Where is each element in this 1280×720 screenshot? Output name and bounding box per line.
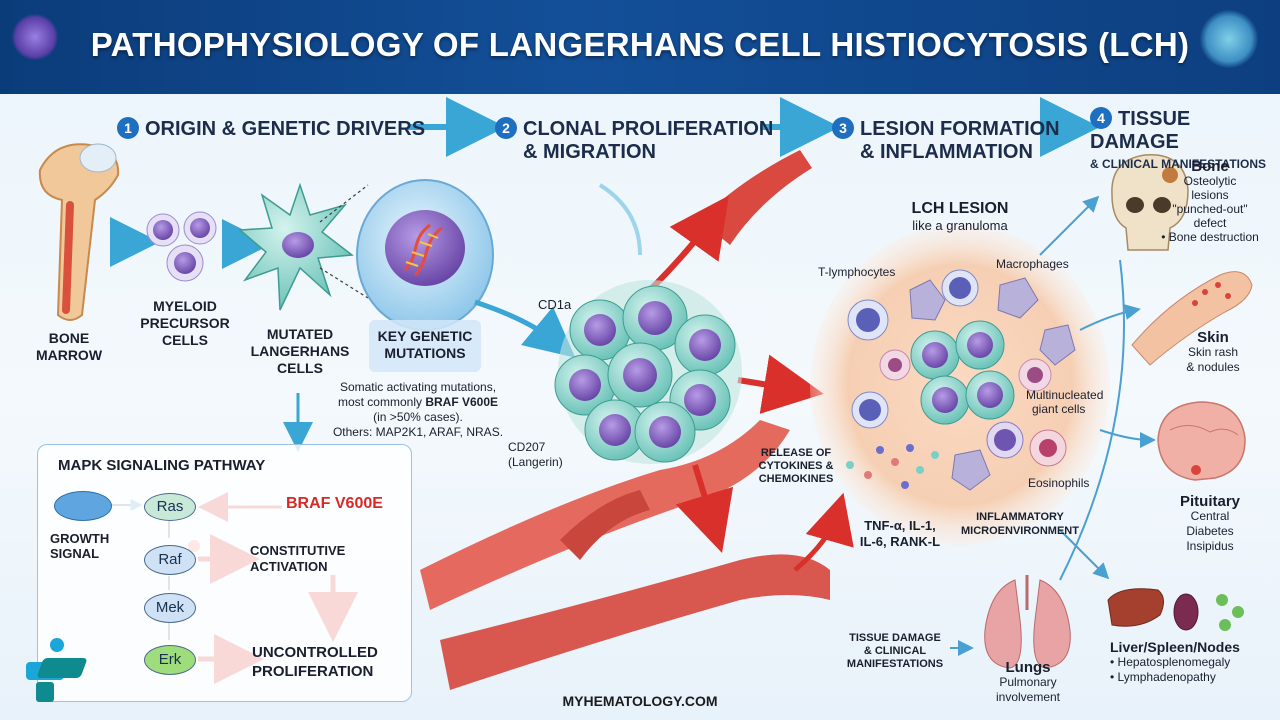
raf-node: Raf: [144, 545, 196, 575]
step-4-label-line2: & CLINICAL MANIFESTATIONS: [1090, 157, 1266, 171]
mek-node: Mek: [144, 593, 196, 623]
step-1-heading: 1 ORIGIN & GENETIC DRIVERS: [117, 117, 425, 141]
skin-arm-illustration: [1131, 271, 1253, 366]
key-mutations-line1: KEY GENETIC: [377, 328, 473, 344]
step-4-label-line1: TISSUE DAMAGE: [1090, 108, 1191, 153]
decorative-cell-icon: [1200, 10, 1258, 68]
cytokines-list: TNF-α, IL-1,IL-6, RANK-L: [859, 518, 941, 549]
footer-site-name: MYHEMATOLOGY.COM: [562, 693, 718, 709]
key-mutations-box: KEY GENETIC MUTATIONS: [369, 320, 481, 372]
macrophages-label: Macrophages: [996, 257, 1069, 271]
liver-spleen-nodes-manifestation: Liver/Spleen/Nodes • Hepatosplenomegaly•…: [1110, 639, 1240, 685]
eosinophils-label: Eosinophils: [1028, 476, 1090, 490]
page-title: PATHOPHYSIOLOGY OF LANGERHANS CELL HISTI…: [90, 26, 1190, 63]
step-1-badge: 1: [117, 117, 139, 139]
brain-pituitary-illustration: [1157, 401, 1246, 481]
lesion-title: LCH LESION like a granuloma: [911, 200, 1009, 233]
decorative-cell-icon: [12, 14, 58, 60]
somatic-mutations-text: Somatic activating mutations, most commo…: [332, 380, 504, 439]
tissue-connectors: [950, 195, 1156, 656]
step-2-label-line2: & MIGRATION: [523, 141, 656, 163]
mutated-langerhans-cell: [238, 182, 354, 311]
braf-v600e-label: BRAF V600E: [286, 495, 383, 512]
myeloid-precursor-cells: [146, 211, 217, 282]
cd1a-label: CD1a: [538, 297, 572, 312]
step-4-badge: 4: [1090, 107, 1112, 129]
lungs-illustration: [984, 575, 1071, 669]
step-1-label: ORIGIN & GENETIC DRIVERS: [145, 118, 426, 140]
skull-illustration: [1111, 154, 1189, 251]
mapk-title: MAPK SIGNALING PATHWAY: [58, 457, 266, 474]
step-3-label-line1: LESION FORMATION: [860, 118, 1060, 140]
step-3-heading: 3 LESION FORMATION & INFLAMMATION: [832, 117, 1060, 164]
key-mutations-line2: MUTATIONS: [384, 345, 466, 361]
myhematology-logo-icon: [20, 636, 90, 706]
skin-manifestation: Skin Skin rash& nodules: [1186, 329, 1240, 374]
ras-node: Ras: [144, 493, 196, 521]
step-2-heading: 2 CLONAL PROLIFERATION & MIGRATION: [495, 117, 773, 164]
lch-lesion-illustration: [810, 225, 1110, 545]
liver-spleen-nodes-illustration: [1107, 588, 1244, 631]
key-mutation-cell: [356, 179, 494, 331]
erk-node: Erk: [144, 645, 196, 675]
header-banner: PATHOPHYSIOLOGY OF LANGERHANS CELL HISTI…: [0, 0, 1280, 94]
clonal-lch-cell-cluster: [554, 280, 742, 464]
t-lymphocytes-label: T-lymphocytes: [818, 265, 896, 279]
femur-bone-illustration: [38, 143, 120, 321]
cd207-label: CD207(Langerin): [508, 440, 563, 469]
step-2-label-line1: CLONAL PROLIFERATION: [523, 118, 774, 140]
step-2-badge: 2: [495, 117, 517, 139]
step-3-label-line2: & INFLAMMATION: [860, 141, 1033, 163]
step-3-badge: 3: [832, 117, 854, 139]
growth-signal-node: [54, 491, 112, 521]
